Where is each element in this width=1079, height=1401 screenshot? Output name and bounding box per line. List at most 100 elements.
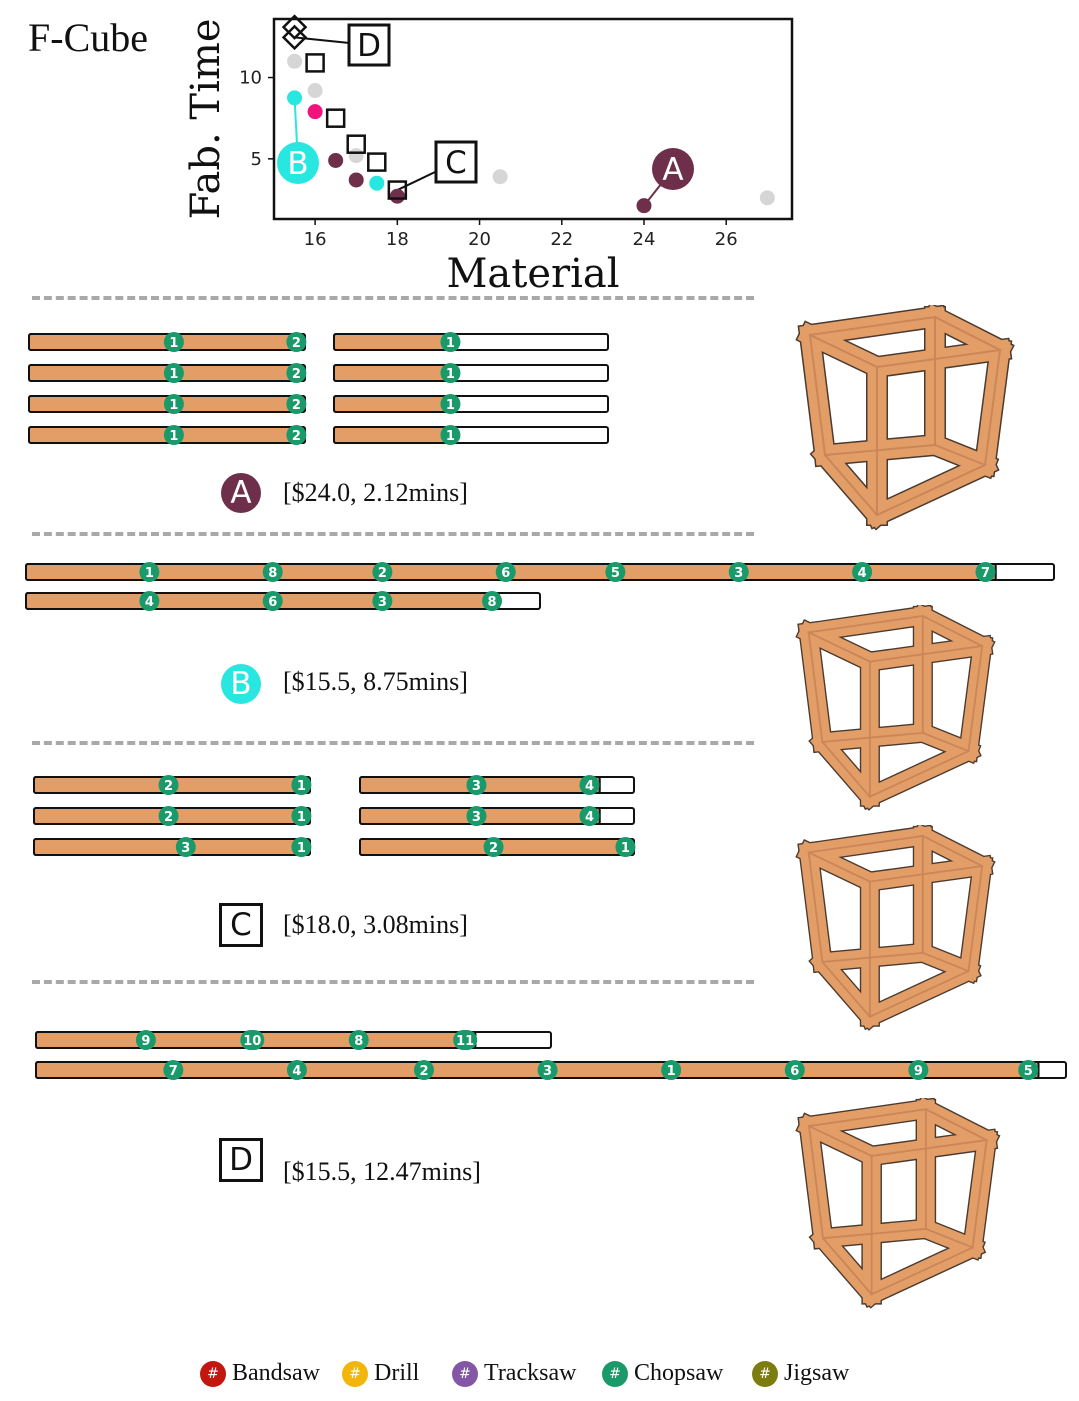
cut-marker [291,806,312,826]
cube-beam [967,865,984,973]
cube-beam [807,1124,825,1240]
cut-marker-label: 2 [292,398,301,413]
cut-marker [163,332,184,352]
cut-piece [33,838,311,856]
cut-marker [483,837,504,857]
cut-marker-label: 2 [378,566,387,581]
section-divider [32,296,754,300]
cut-marker-label: 3 [543,1064,552,1079]
legend-label: Tracksaw [484,1360,577,1386]
cut-marker [1018,1060,1039,1080]
cut-marker [975,562,996,582]
cut-marker [262,562,283,582]
cut-marker [163,394,184,414]
cut-marker-label: 7 [169,1064,178,1079]
cut-marker [615,837,636,857]
cut-marker [286,394,307,414]
x-tick-label: 26 [715,229,738,250]
legend-item-drill: #Drill [342,1355,419,1391]
cut-marker-label: 6 [790,1064,799,1079]
cut-marker [605,562,626,582]
cut-piece [333,395,452,413]
cut-marker-label: 1 [297,841,306,856]
cut-marker [158,806,179,826]
cube-beam [823,453,879,517]
plan-d-summary: [$15.5, 12.47mins] [283,1157,481,1186]
cut-marker-label: 6 [501,566,510,581]
cut-marker [908,1060,929,1080]
plan-c-badge: C [219,903,263,947]
plan-d-cube-render [795,1098,1001,1309]
plan-a-summary: [$24.0, 2.12mins] [283,478,468,507]
cube-beam [807,851,824,963]
data-point [328,152,344,168]
data-point [281,14,308,40]
data-point [389,188,405,204]
cube-beam [875,348,1002,369]
cut-marker-label: 8 [354,1034,363,1049]
cut-marker-label: 10 [243,1034,261,1049]
cut-marker-label: 6 [268,595,277,610]
data-point [367,152,387,172]
cut-marker-label: 2 [164,779,173,794]
cut-marker [372,562,393,582]
data-point [348,148,364,164]
cut-marker [163,363,184,383]
cut-marker-label: 4 [858,566,867,581]
cube-beam [875,463,987,517]
cut-marker-label: 4 [145,595,154,610]
legend-label: Chopsaw [634,1360,724,1386]
jigsaw-swatch-icon: # [752,1361,778,1388]
cube-beam [821,740,872,799]
cube-beam [807,631,824,743]
cut-piece [25,592,500,610]
cube-beam [921,951,970,973]
plan-c-cube-render [795,825,996,1031]
legend-item-tracksaw: #Tracksaw [452,1355,576,1391]
cut-piece [35,1061,1040,1079]
cut-marker [135,1030,156,1050]
cut-marker [579,775,600,795]
cut-marker-label: 1 [169,336,178,351]
cut-piece [333,333,452,351]
y-tick-label: 10 [239,68,262,89]
cube-beam [868,749,970,798]
cube-frame [795,605,996,811]
cube-beam [808,333,879,369]
bandsaw-swatch-icon: # [200,1361,226,1388]
cut-marker [291,775,312,795]
data-point [348,172,364,188]
tool-legend: #Bandsaw #Drill #Tracksaw #Chopsaw #Jigs… [0,1355,1079,1395]
cut-marker [440,363,461,383]
cut-marker-label: 1 [667,1064,676,1079]
legend-item-bandsaw: #Bandsaw [200,1355,320,1391]
cut-marker [139,562,160,582]
chopsaw-swatch-icon: # [602,1361,628,1388]
cut-marker-label: 1 [446,336,455,351]
annotation-badge [347,23,391,67]
cut-marker [440,332,461,352]
cut-marker [453,1030,478,1050]
cube-beam [808,315,937,337]
cube-beam [983,348,1002,467]
cut-marker [784,1060,805,1080]
cut-marker-label: 3 [734,566,743,581]
annotation-badge [277,142,319,184]
cut-marker-label: 4 [585,779,594,794]
cube-beam [868,969,970,1018]
cut-marker-label: 2 [292,429,301,444]
cube-frame [795,1098,1001,1309]
cube-beam [807,631,872,663]
cut-marker-label: 3 [472,810,481,825]
legend-label: Jigsaw [784,1360,850,1386]
cut-marker-label: 5 [1024,1064,1033,1079]
annotation-label: B [287,146,308,182]
cube-beam [921,614,984,648]
data-point [325,108,346,128]
y-tick-label: 5 [251,149,262,170]
cut-marker [440,425,461,445]
cube-beam [868,645,984,663]
legend-label: Bandsaw [232,1360,320,1386]
